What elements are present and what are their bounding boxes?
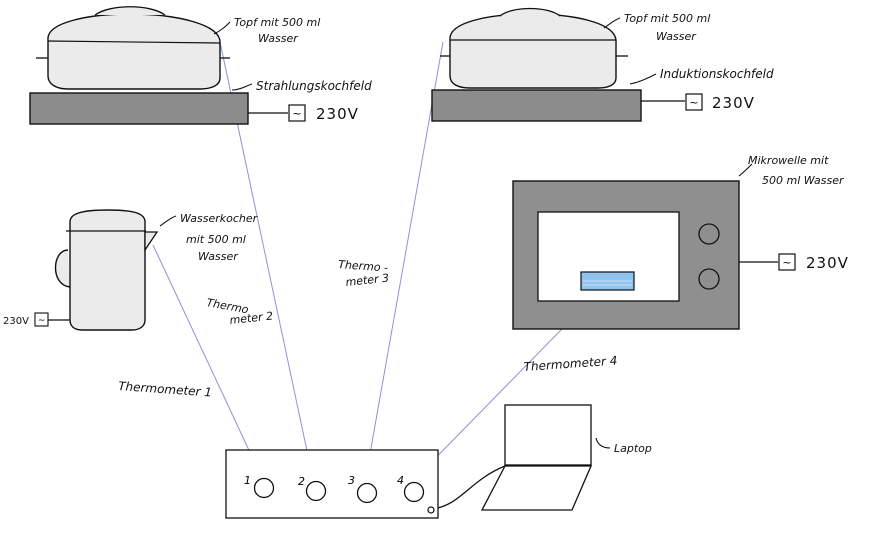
logger-port-3-label: 3 bbox=[348, 474, 355, 487]
logger-port-4[interactable] bbox=[403, 481, 425, 503]
logger-port-4-label: 4 bbox=[397, 474, 404, 487]
kettle-voltage: 230V bbox=[3, 316, 29, 327]
microwave-ac-box bbox=[778, 253, 796, 271]
induction-hob-ac-box bbox=[685, 93, 703, 111]
pot-2-label-line2: Wasser bbox=[656, 30, 697, 43]
pot-1-label-line2: Wasser bbox=[258, 32, 299, 45]
thermometer-3-label-line1: Thermo - bbox=[338, 258, 389, 274]
thermometer-3-label-line2: meter 3 bbox=[345, 271, 390, 288]
ac-icon: ~ bbox=[689, 96, 698, 109]
logger-port-1-label: 1 bbox=[244, 474, 251, 487]
pot-2 bbox=[440, 7, 628, 89]
microwave-knob-bottom bbox=[698, 268, 720, 290]
logger-port-2-label: 2 bbox=[298, 475, 305, 488]
ac-icon: ~ bbox=[38, 316, 46, 326]
logger-port-1[interactable] bbox=[253, 477, 275, 499]
induction-hob-voltage: 230V bbox=[712, 94, 755, 112]
pot-1-label-pointer bbox=[213, 21, 231, 35]
laptop-screen bbox=[504, 404, 592, 466]
microwave-voltage: 230V bbox=[806, 254, 849, 272]
pot-2-label-line1: Topf mit 500 ml bbox=[624, 12, 710, 25]
radiant-hob-voltage: 230V bbox=[316, 105, 359, 123]
kettle-label-pointer bbox=[159, 215, 177, 227]
laptop-label: Laptop bbox=[614, 442, 652, 455]
radiant-hob-label-pointer bbox=[231, 83, 253, 91]
pot-1-lid-handle bbox=[94, 6, 166, 16]
kettle-label-line3: Wasser bbox=[198, 250, 239, 263]
microwave-label-pointer bbox=[738, 163, 753, 177]
laptop-label-pointer bbox=[595, 437, 611, 449]
ac-icon: ~ bbox=[292, 107, 301, 120]
kettle-handle bbox=[54, 249, 71, 288]
logger-usb-cable bbox=[431, 465, 506, 510]
pot-1 bbox=[36, 6, 230, 90]
thermometer-wire-3 bbox=[364, 41, 444, 483]
thermometer-wire-1 bbox=[152, 244, 263, 479]
induction-hob-label-pointer bbox=[629, 73, 657, 85]
logger-port-3[interactable] bbox=[356, 482, 378, 504]
laptop-keyboard bbox=[480, 465, 592, 511]
pot-2-lid-handle bbox=[499, 7, 561, 17]
pot-1-body bbox=[47, 13, 221, 90]
microwave-label-line2: 500 ml Wasser bbox=[762, 174, 845, 187]
microwave-knob-top bbox=[698, 223, 720, 245]
induction-hob bbox=[431, 89, 642, 122]
kettle-body bbox=[69, 209, 146, 331]
logger-usb-port[interactable] bbox=[427, 506, 435, 514]
pot-1-label-line1: Topf mit 500 ml bbox=[234, 16, 320, 29]
pot-2-label-pointer bbox=[603, 17, 621, 29]
logger-port-2[interactable] bbox=[305, 480, 327, 502]
microwave-label-line1: Mikrowelle mit bbox=[748, 154, 829, 167]
laptop bbox=[480, 404, 592, 511]
kettle-label-line2: mit 500 ml bbox=[186, 233, 246, 246]
thermometer-4-label: Thermometer 4 bbox=[523, 353, 618, 374]
induction-hob-label: Induktionskochfeld bbox=[660, 67, 774, 81]
kettle-spout bbox=[144, 231, 159, 253]
microwave bbox=[512, 180, 740, 330]
pot-2-body bbox=[449, 13, 617, 89]
ac-icon: ~ bbox=[782, 256, 791, 269]
pot-1-rim-line bbox=[47, 40, 221, 44]
thermometer-2-label-line2: meter 2 bbox=[229, 309, 274, 326]
thermometer-1-label: Thermometer 1 bbox=[118, 379, 213, 400]
kettle bbox=[54, 209, 159, 331]
radiant-hob bbox=[29, 92, 249, 125]
radiant-hob-label: Strahlungskochfeld bbox=[256, 79, 372, 93]
radiant-hob-ac-box bbox=[288, 104, 306, 122]
kettle-label-line1: Wasserkocher bbox=[180, 212, 259, 225]
